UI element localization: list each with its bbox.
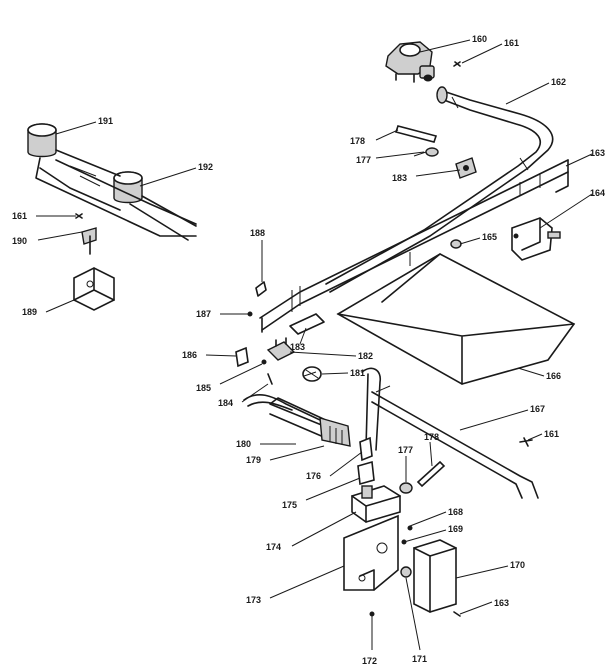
gas-regulator-160 xyxy=(385,41,435,83)
callout-labels: 160 161 162 178 177 183 163 164 165 191 … xyxy=(12,34,605,666)
support-bracket-167 xyxy=(361,367,539,499)
callout-183-top: 183 xyxy=(392,173,407,183)
callout-172: 172 xyxy=(362,656,377,666)
nut-171 xyxy=(400,566,412,578)
callout-187: 187 xyxy=(196,309,211,319)
callout-175: 175 xyxy=(282,500,297,510)
callout-180: 180 xyxy=(236,439,251,449)
callout-171: 171 xyxy=(412,654,427,664)
callout-192: 192 xyxy=(198,162,213,172)
orifice-177a xyxy=(413,147,439,157)
clip-188 xyxy=(255,281,267,297)
callout-189: 189 xyxy=(22,307,37,317)
clip-186 xyxy=(235,346,249,368)
callout-178-top: 178 xyxy=(350,136,365,146)
callout-165: 165 xyxy=(482,232,497,242)
callout-161-left: 161 xyxy=(12,211,27,221)
spark-module-179 xyxy=(269,397,351,447)
callout-167: 167 xyxy=(530,404,545,414)
callout-177-top: 177 xyxy=(356,155,371,165)
callout-166: 166 xyxy=(546,371,561,381)
screw-163b xyxy=(453,611,461,617)
fitting-183a xyxy=(455,157,477,179)
junction-box-170 xyxy=(413,539,457,613)
callout-178-low: 178 xyxy=(424,432,439,442)
callout-176: 176 xyxy=(306,471,321,481)
bracket-183b xyxy=(289,313,325,335)
callout-161-top: 161 xyxy=(504,38,519,48)
callout-186: 186 xyxy=(182,350,197,360)
callout-173: 173 xyxy=(246,595,261,605)
callout-185: 185 xyxy=(196,383,211,393)
callout-169: 169 xyxy=(448,524,463,534)
callout-163-low: 163 xyxy=(494,598,509,608)
callout-182: 182 xyxy=(358,351,373,361)
orifice-tube-178b xyxy=(416,460,446,488)
fitting-165 xyxy=(450,239,462,249)
screw-187 xyxy=(247,311,253,317)
callout-163-top: 163 xyxy=(590,148,605,158)
callout-164: 164 xyxy=(590,188,605,198)
callout-191: 191 xyxy=(98,116,113,126)
heat-deflector-166 xyxy=(336,253,576,385)
screw-184 xyxy=(267,373,273,385)
grommet-181 xyxy=(302,366,322,382)
orifice-tube-178a xyxy=(394,125,438,143)
wiring-harness-180 xyxy=(243,393,321,421)
screw-161c xyxy=(519,437,533,447)
callout-170: 170 xyxy=(510,560,525,570)
leader-lines xyxy=(36,39,593,651)
callout-190: 190 xyxy=(12,236,27,246)
callout-188: 188 xyxy=(250,228,265,238)
valve-body-174 xyxy=(351,485,401,523)
burner-valve-164 xyxy=(511,217,561,261)
thermocouple-175 xyxy=(357,460,375,486)
spark-electrode-190 xyxy=(81,227,97,255)
screw-185 xyxy=(261,359,267,365)
bracket-189 xyxy=(73,267,115,311)
manifold-rail-163 xyxy=(259,159,569,333)
orifice-177b xyxy=(399,482,413,494)
control-bracket-173 xyxy=(343,514,399,591)
callout-160: 160 xyxy=(472,34,487,44)
callout-177-low: 177 xyxy=(398,445,413,455)
callout-179: 179 xyxy=(246,455,261,465)
screw-172 xyxy=(369,611,375,617)
callout-183-mid: 183 xyxy=(290,342,305,352)
venturi-tubes xyxy=(35,149,197,241)
screw-161a xyxy=(453,61,461,67)
callout-174: 174 xyxy=(266,542,281,552)
tube-176 xyxy=(359,436,373,462)
callout-168: 168 xyxy=(448,507,463,517)
screw-161b xyxy=(75,213,83,219)
screw-168 xyxy=(407,525,413,531)
callout-181: 181 xyxy=(350,368,365,378)
callout-162: 162 xyxy=(551,77,566,87)
callout-184: 184 xyxy=(218,398,233,408)
gas-manifold-162 xyxy=(325,86,554,293)
burner-191 xyxy=(27,123,57,158)
callout-161-right: 161 xyxy=(544,429,559,439)
